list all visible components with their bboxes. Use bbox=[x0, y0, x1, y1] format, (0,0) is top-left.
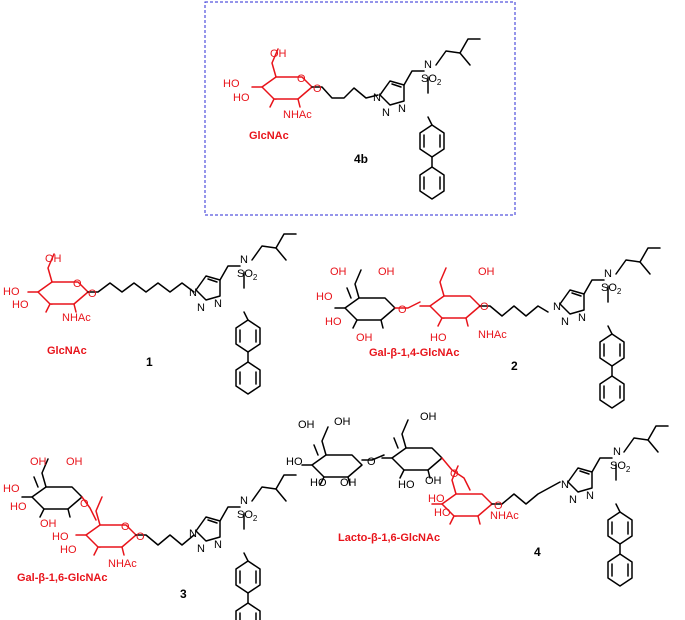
caption-4: Lacto-β-1,6-GlcNAc bbox=[338, 532, 440, 544]
atom-so2-2: SO2 bbox=[601, 282, 622, 296]
atom-ho-3-4: HO bbox=[60, 544, 77, 556]
atom-ho-2-1: HO bbox=[316, 291, 333, 303]
atom-n-amine-2: N bbox=[604, 268, 612, 280]
atom-so2-4: SO2 bbox=[610, 460, 631, 474]
atom-oh-4b: OH bbox=[270, 48, 287, 60]
atom-o-glyco-4-1: O bbox=[367, 456, 376, 468]
structure-1: OH HO HO NHAc O O N N N N SO2 GlcNAc 1 bbox=[3, 233, 297, 395]
atom-n1-3: N bbox=[189, 528, 197, 540]
atom-o-link-1: O bbox=[88, 288, 97, 300]
so2-symbol: SO bbox=[601, 282, 617, 294]
so2-subscript: 2 bbox=[437, 78, 442, 87]
atom-ho-2-3: HO bbox=[430, 332, 447, 344]
atom-ho-4-4: HO bbox=[428, 493, 445, 505]
atom-oh-1: OH bbox=[45, 253, 62, 265]
highlight-box-4b bbox=[204, 1, 516, 216]
compound-number-4b: 4b bbox=[354, 152, 368, 166]
atom-ho-1-2: HO bbox=[12, 299, 29, 311]
compound-number-1: 1 bbox=[146, 355, 153, 369]
atom-o-ring-3: O bbox=[121, 521, 130, 533]
atom-o-link-2: O bbox=[480, 301, 489, 313]
structure-4: O O OH OH HO HO OH OH HO OH HO HO NHAc O… bbox=[286, 411, 669, 587]
atom-oh-2-4: OH bbox=[478, 266, 495, 278]
atom-ho-1-1: HO bbox=[3, 286, 20, 298]
atom-oh-3-2: OH bbox=[66, 456, 83, 468]
atom-o-link-4b: O bbox=[313, 83, 322, 95]
atom-nhac-2: NHAc bbox=[478, 329, 507, 341]
atom-n2-2: N bbox=[561, 316, 569, 328]
atom-oh-4-1: OH bbox=[298, 419, 315, 431]
atom-n3-3: N bbox=[214, 539, 222, 551]
atom-oh-3-1: OH bbox=[30, 456, 47, 468]
structure-2: O OH OH HO HO OH OH HO NHAc O N N N N SO… bbox=[316, 247, 661, 409]
so2-symbol: SO bbox=[421, 73, 437, 85]
atom-n1-4: N bbox=[561, 479, 569, 491]
atom-oh-4-2: OH bbox=[334, 416, 351, 428]
structure-3: O OH OH HO HO OH HO HO NHAc O O N N N N … bbox=[3, 456, 297, 620]
atom-n1-1: N bbox=[189, 287, 197, 299]
atom-ho-4-5: HO bbox=[434, 507, 451, 519]
so2-symbol: SO bbox=[237, 268, 253, 280]
atom-ho-4-1: HO bbox=[286, 456, 303, 468]
atom-n1-4b: N bbox=[373, 92, 381, 104]
atom-oh-4-4: OH bbox=[420, 411, 437, 423]
atom-n-amine-1: N bbox=[240, 254, 248, 266]
atom-n-amine-4: N bbox=[613, 446, 621, 458]
so2-symbol: SO bbox=[237, 509, 253, 521]
atom-oh-2-2: OH bbox=[378, 266, 395, 278]
atom-ho-3-3: HO bbox=[52, 531, 69, 543]
compound-number-4: 4 bbox=[534, 545, 541, 559]
atom-n1-2: N bbox=[553, 301, 561, 313]
caption-1: GlcNAc bbox=[47, 345, 87, 357]
atom-so2-1: SO2 bbox=[237, 268, 258, 282]
so2-subscript: 2 bbox=[253, 273, 258, 282]
atom-ho-4-3: HO bbox=[398, 479, 415, 491]
atom-n3-4: N bbox=[586, 490, 594, 502]
atom-o-glyco-2: O bbox=[398, 304, 407, 316]
atom-o-glyco-3: O bbox=[80, 498, 89, 510]
atom-oh-2-1: OH bbox=[330, 266, 347, 278]
atom-nhac-3: NHAc bbox=[108, 558, 137, 570]
atom-oh-4-5: OH bbox=[425, 475, 442, 487]
atom-o-link-4: O bbox=[494, 500, 503, 512]
so2-subscript: 2 bbox=[253, 514, 258, 523]
atom-ho-4b-2: HO bbox=[233, 92, 250, 104]
so2-subscript: 2 bbox=[626, 465, 631, 474]
atom-ho-3-2: HO bbox=[10, 501, 27, 513]
atom-n2-1: N bbox=[197, 302, 205, 314]
atom-o-ring-4b: O bbox=[297, 73, 306, 85]
atom-o-ring-1: O bbox=[73, 278, 82, 290]
atom-oh-4-3: OH bbox=[340, 477, 357, 489]
so2-subscript: 2 bbox=[617, 287, 622, 296]
atom-n2-4: N bbox=[569, 494, 577, 506]
atom-ho-3-1: HO bbox=[3, 483, 20, 495]
atom-n3-1: N bbox=[214, 298, 222, 310]
atom-nhac-1: NHAc bbox=[62, 312, 91, 324]
atom-so2-3: SO2 bbox=[237, 509, 258, 523]
atom-ho-2-2: HO bbox=[325, 316, 342, 328]
atom-n2-3: N bbox=[197, 543, 205, 555]
caption-3: Gal-β-1,6-GlcNAc bbox=[17, 572, 107, 584]
atom-ho-4-2: HO bbox=[310, 477, 327, 489]
caption-2: Gal-β-1,4-GlcNAc bbox=[369, 347, 459, 359]
atom-nhac-4: NHAc bbox=[490, 510, 519, 522]
atom-n3-2: N bbox=[578, 312, 586, 324]
atom-o-link-3: O bbox=[136, 531, 145, 543]
compound-number-3: 3 bbox=[180, 587, 187, 601]
atom-oh-3-3: OH bbox=[40, 518, 57, 530]
atom-oh-2-3: OH bbox=[356, 332, 373, 344]
atom-nhac-4b: NHAc bbox=[283, 109, 312, 121]
caption-4b: GlcNAc bbox=[249, 130, 289, 142]
atom-n-amine-4b: N bbox=[424, 59, 432, 71]
atom-ho-4b-1: HO bbox=[223, 78, 240, 90]
structure-4b: OH HO HO NHAc O O N N N N SO2 GlcNAc 4b bbox=[223, 38, 481, 200]
so2-symbol: SO bbox=[610, 460, 626, 472]
atom-n-amine-3: N bbox=[240, 495, 248, 507]
atom-n3-4b: N bbox=[398, 103, 406, 115]
compound-number-2: 2 bbox=[511, 359, 518, 373]
atom-so2-4b: SO2 bbox=[421, 73, 442, 87]
atom-n2-4b: N bbox=[382, 107, 390, 119]
